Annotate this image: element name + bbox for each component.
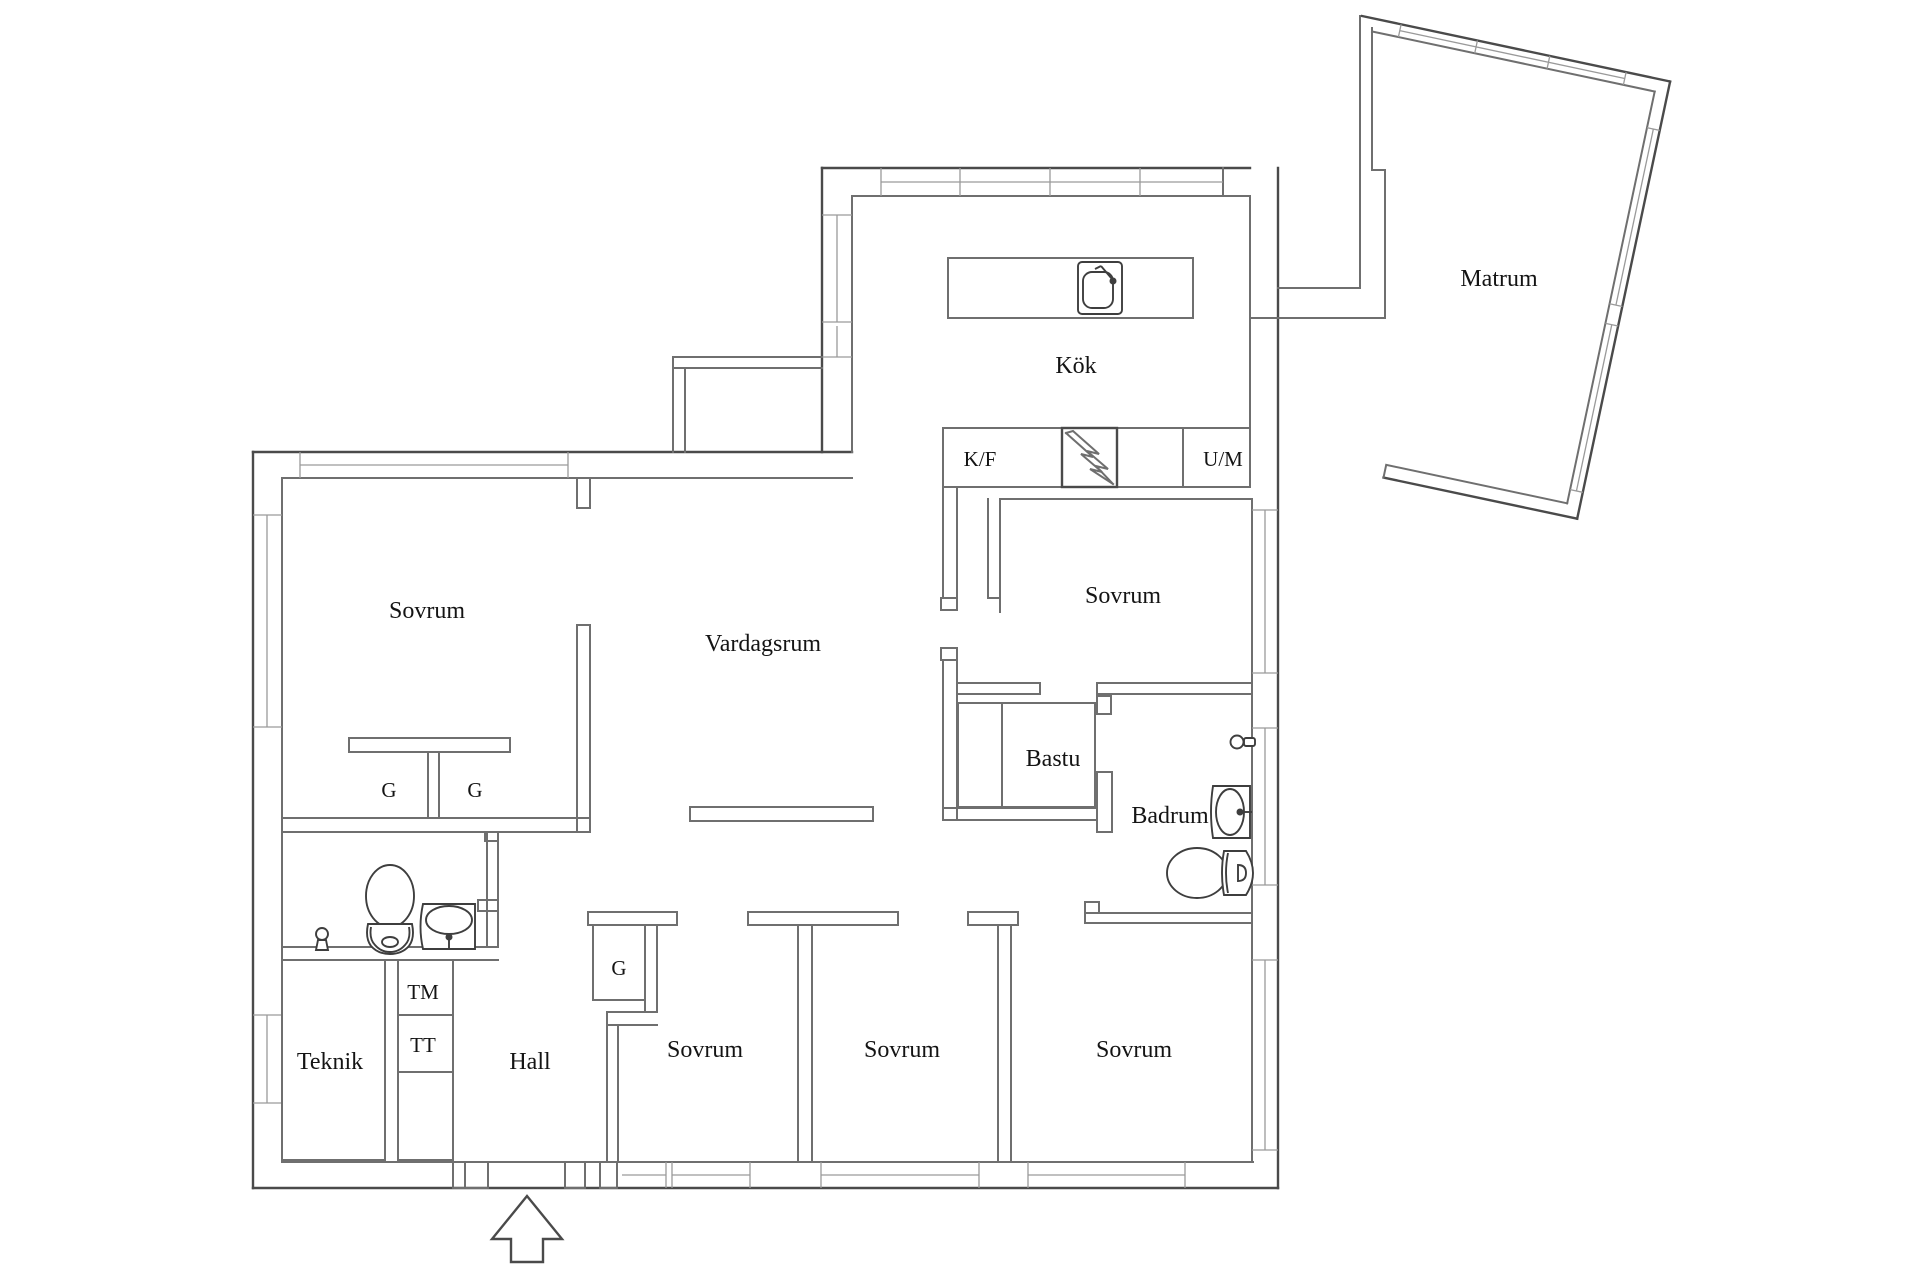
wc-washbasin-icon	[419, 903, 476, 950]
label-sovrum-nw: Sovrum	[389, 598, 465, 624]
kitchen-walls	[672, 166, 1252, 488]
northeast-bedroom-walls	[940, 486, 1253, 821]
label-sovrum-s1: Sovrum	[667, 1037, 743, 1063]
label-bastu: Bastu	[1026, 746, 1081, 772]
label-kf: K/F	[964, 447, 997, 471]
label-tt: TT	[410, 1033, 436, 1057]
wc-roll-stand-icon	[314, 927, 330, 951]
kitchen-island	[947, 257, 1194, 319]
label-vardagsrum: Vardagsrum	[705, 631, 821, 657]
label-kok: Kök	[1055, 353, 1096, 379]
sauna-bench	[957, 702, 1096, 808]
label-matrum: Matrum	[1460, 266, 1538, 292]
entrance-arrow-icon	[489, 1194, 565, 1264]
label-sovrum-s3: Sovrum	[1096, 1037, 1172, 1063]
label-tm: TM	[407, 980, 439, 1004]
electrical-panel-icon	[1060, 426, 1119, 489]
bathroom-toilet-icon	[1166, 847, 1254, 899]
matrum-corridor-walls	[1249, 15, 1386, 319]
label-g1: G	[381, 778, 396, 802]
bathroom-washbasin-icon	[1210, 785, 1252, 839]
label-sovrum-s2: Sovrum	[864, 1037, 940, 1063]
wc-toilet-icon	[365, 864, 415, 955]
south-bedroom-walls	[587, 911, 1019, 1163]
label-badrum: Badrum	[1131, 803, 1209, 829]
label-g3: G	[611, 956, 626, 980]
label-teknik: Teknik	[297, 1049, 363, 1075]
matrum-walls	[1360, 14, 1672, 521]
room-labels: Matrum Kök K/F U/M Sovrum Sovrum Vardags…	[297, 266, 1538, 1075]
sideboard	[689, 806, 874, 822]
northwest-bedroom-walls	[281, 477, 591, 842]
window-glazing	[253, 452, 1278, 1188]
label-g2: G	[467, 778, 482, 802]
label-um: U/M	[1203, 447, 1243, 471]
label-hall: Hall	[509, 1049, 551, 1075]
teknik-walls	[281, 959, 489, 1189]
label-sovrum-ne: Sovrum	[1085, 583, 1161, 609]
outer-walls	[251, 166, 1280, 1190]
entrance-door-jambs	[564, 1161, 618, 1189]
kitchen-sink-icon	[1077, 261, 1123, 315]
shower-mixer-icon	[1229, 734, 1256, 750]
bathroom-walls	[1084, 901, 1253, 924]
